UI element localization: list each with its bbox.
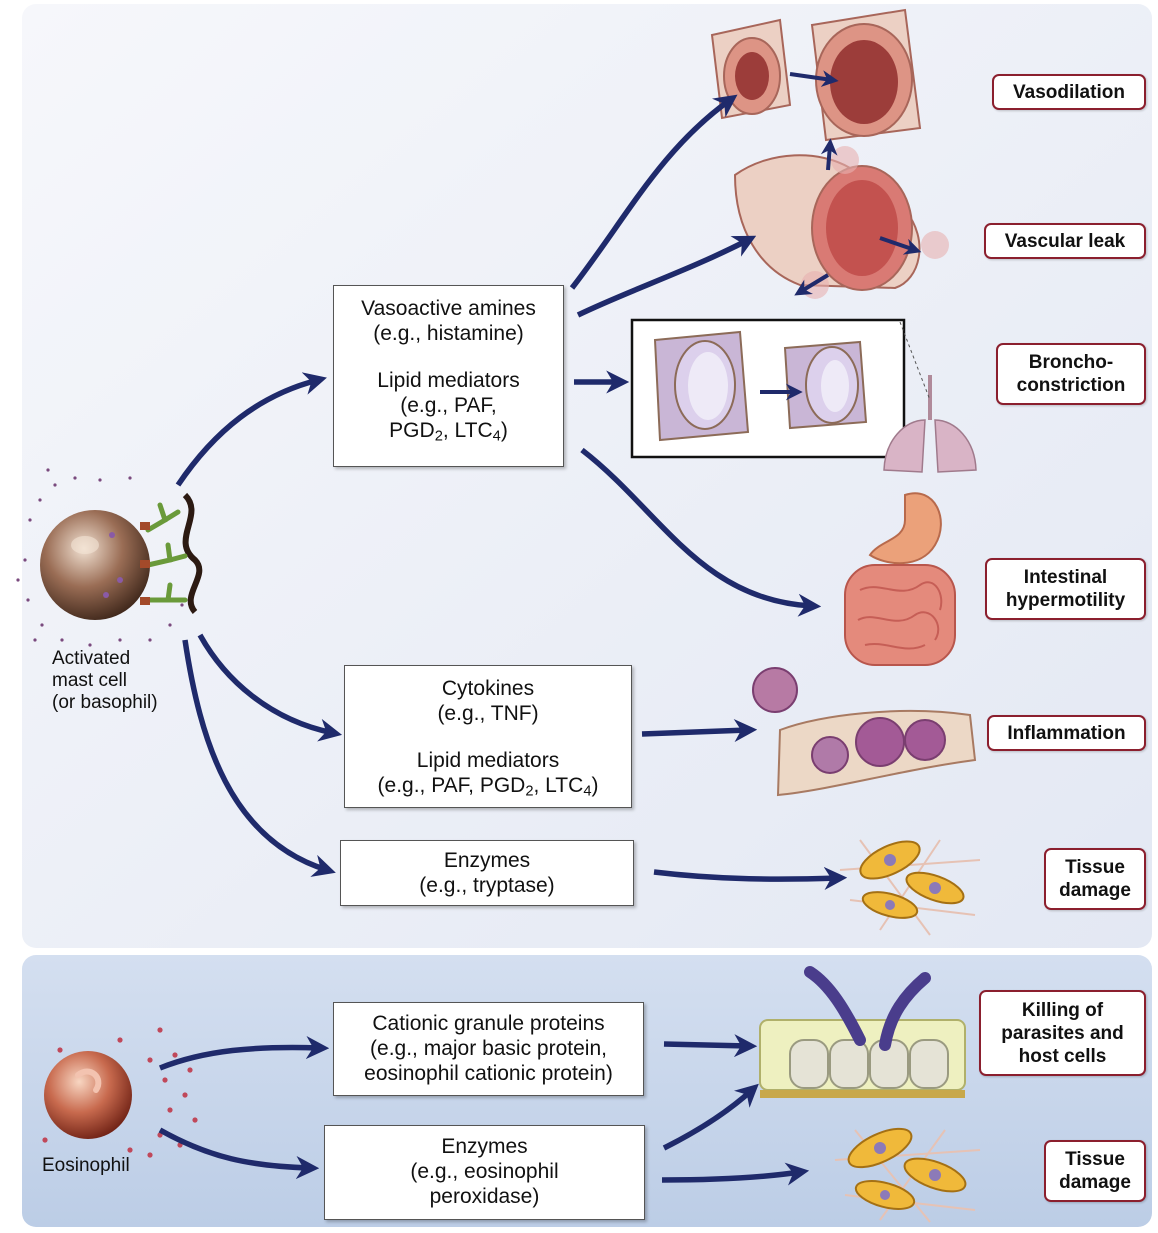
- mast-cell-caption: Activated mast cell (or basophil): [52, 648, 158, 714]
- effect-intestinal-hypermotility: Intestinal hypermotility: [985, 558, 1146, 620]
- effect-inflammation: Inflammation: [987, 715, 1146, 751]
- cytokines-box: Cytokines (e.g., TNF) Lipid mediators (e…: [344, 665, 632, 808]
- effect-killing-parasites: Killing of parasites and host cells: [979, 990, 1146, 1076]
- eosinophil-caption: Eosinophil: [42, 1155, 130, 1177]
- effect-bronchoconstriction: Broncho- constriction: [996, 343, 1146, 405]
- effect-vascular-leak: Vascular leak: [984, 223, 1146, 259]
- cytokines-line-c: (e.g., PAF, PGD2, LTC4): [345, 773, 631, 805]
- effect-tissue-damage-eos: Tissue damage: [1044, 1140, 1146, 1202]
- vasoactive-amines-box: Vasoactive amines (e.g., histamine) Lipi…: [333, 285, 564, 467]
- arrow-to-killing: [664, 1044, 748, 1046]
- vasoactive-line-c: PGD2, LTC4): [334, 418, 563, 450]
- airway-icon: [632, 320, 904, 457]
- enzymes-tryptase-box: Enzymes (e.g., tryptase): [340, 840, 634, 906]
- effect-vasodilation: Vasodilation: [992, 74, 1146, 110]
- cationic-proteins-box: Cationic granule proteins (e.g., major b…: [333, 1002, 644, 1096]
- effect-tissue-damage-mast: Tissue damage: [1044, 848, 1146, 910]
- enzymes-peroxidase-box: Enzymes (e.g., eosinophil peroxidase): [324, 1125, 645, 1220]
